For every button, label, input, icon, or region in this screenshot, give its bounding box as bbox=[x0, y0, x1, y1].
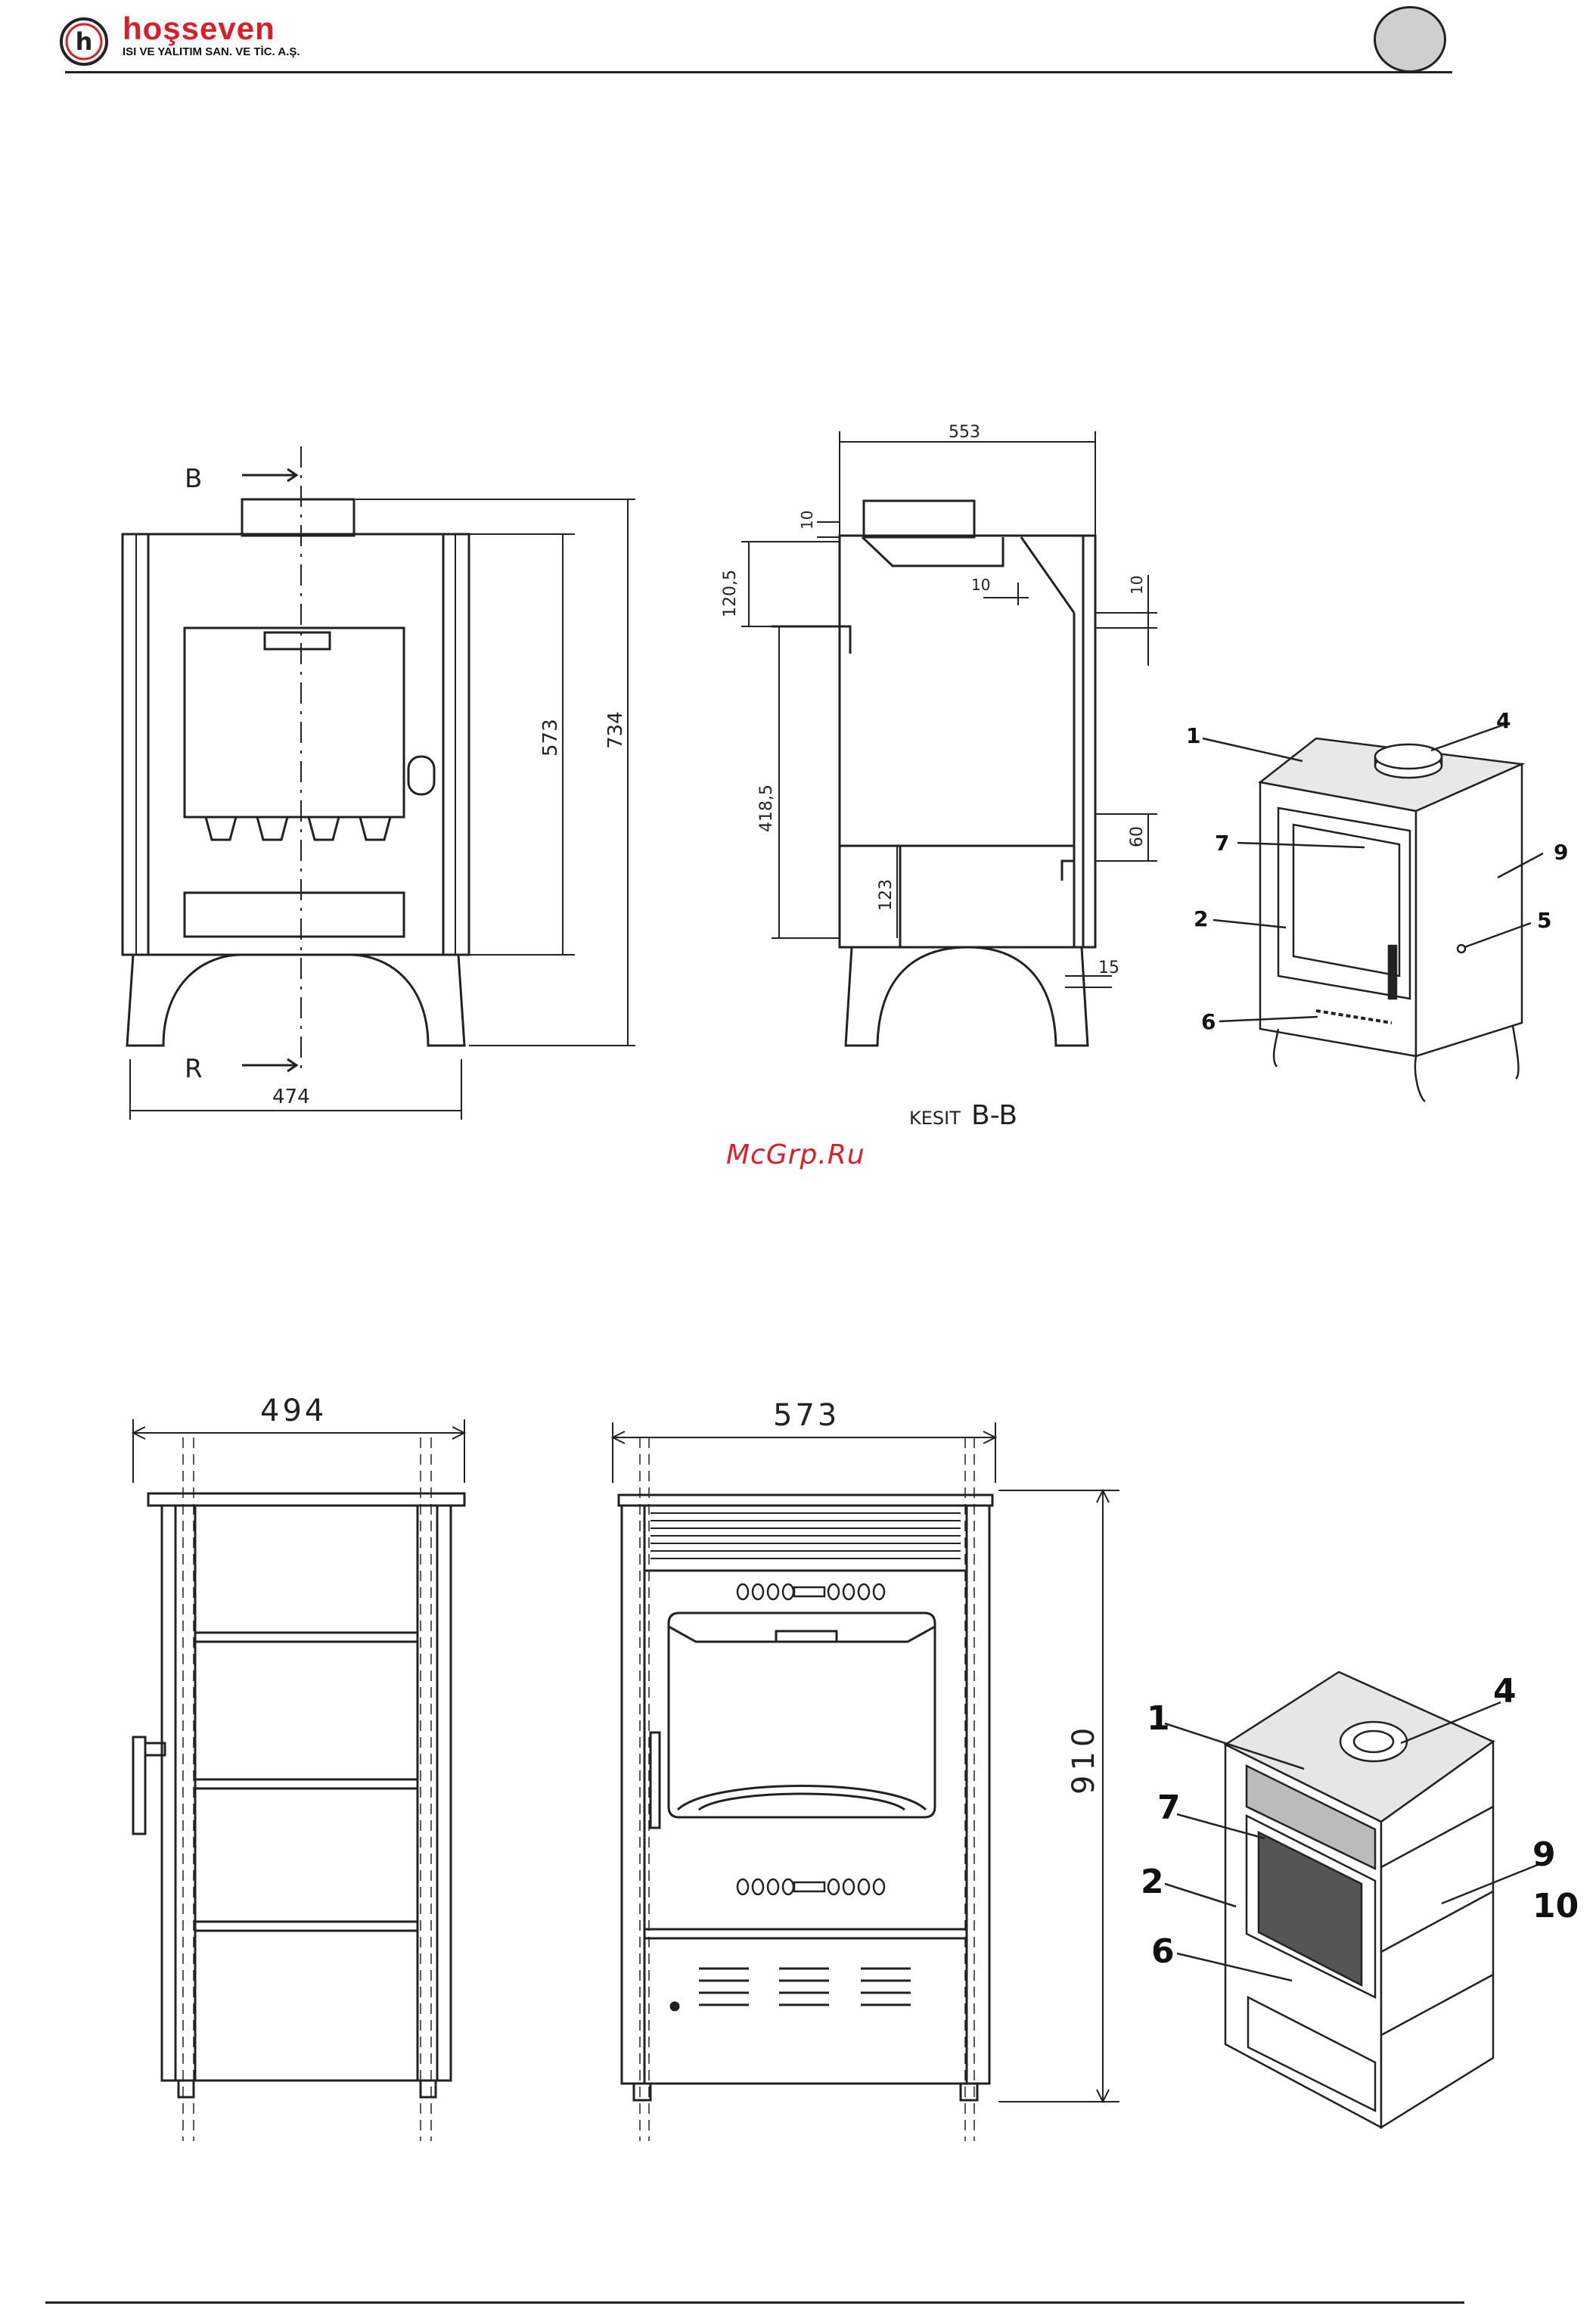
section-mark-bottom: R bbox=[185, 1054, 203, 1084]
footer-rule bbox=[45, 2301, 1464, 2304]
callout-4-bottom: 4 bbox=[1493, 1672, 1517, 1711]
dim-573-bottom: 573 bbox=[773, 1398, 840, 1433]
dim-573: 573 bbox=[539, 719, 562, 757]
callout-7: 7 bbox=[1215, 831, 1229, 856]
callout-2-bottom: 2 bbox=[1141, 1863, 1164, 1901]
section-caption-prefix: KESIT bbox=[909, 1108, 961, 1129]
callout-4: 4 bbox=[1496, 708, 1511, 733]
dim-734: 734 bbox=[604, 711, 627, 749]
watermark-text: McGrp.Ru bbox=[726, 1139, 865, 1170]
callout-1-bottom: 1 bbox=[1147, 1699, 1170, 1738]
callout-6-bottom: 6 bbox=[1151, 1932, 1175, 1971]
bottom-front-view: 573 910 bbox=[613, 1398, 1119, 2141]
dim-474: 474 bbox=[272, 1086, 310, 1108]
dim-15: 15 bbox=[1098, 959, 1119, 977]
callout-6: 6 bbox=[1201, 1009, 1216, 1034]
callout-10-bottom: 10 bbox=[1532, 1887, 1579, 1925]
dim-123: 123 bbox=[877, 879, 896, 911]
dim-418-5: 418,5 bbox=[757, 785, 776, 832]
callout-9: 9 bbox=[1554, 840, 1568, 865]
section-caption-name: B-B bbox=[971, 1100, 1017, 1131]
callout-7-bottom: 7 bbox=[1157, 1788, 1181, 1827]
bottom-side-view: 494 bbox=[133, 1394, 464, 2141]
callout-5: 5 bbox=[1537, 908, 1551, 933]
top-front-view: B R 474 573 734 bbox=[123, 446, 635, 1120]
dim-494: 494 bbox=[260, 1394, 327, 1428]
dim-120-5: 120,5 bbox=[721, 570, 740, 617]
dim-60: 60 bbox=[1128, 826, 1147, 847]
top-iso-view bbox=[1203, 725, 1543, 1102]
dim-10-inner: 10 bbox=[971, 576, 990, 594]
callout-9-bottom: 9 bbox=[1532, 1835, 1556, 1874]
section-b-b-view: 553 10 120,5 10 10 418,5 123 60 15 KESIT… bbox=[721, 423, 1157, 1131]
section-mark-top: B bbox=[185, 464, 202, 494]
callout-1: 1 bbox=[1186, 723, 1200, 748]
dim-10-right: 10 bbox=[1128, 576, 1146, 595]
dim-910: 910 bbox=[1067, 1723, 1101, 1795]
callout-2: 2 bbox=[1194, 906, 1208, 931]
dim-10-top: 10 bbox=[798, 511, 816, 530]
bottom-iso-view bbox=[1165, 1672, 1543, 2127]
dim-553: 553 bbox=[949, 423, 980, 442]
